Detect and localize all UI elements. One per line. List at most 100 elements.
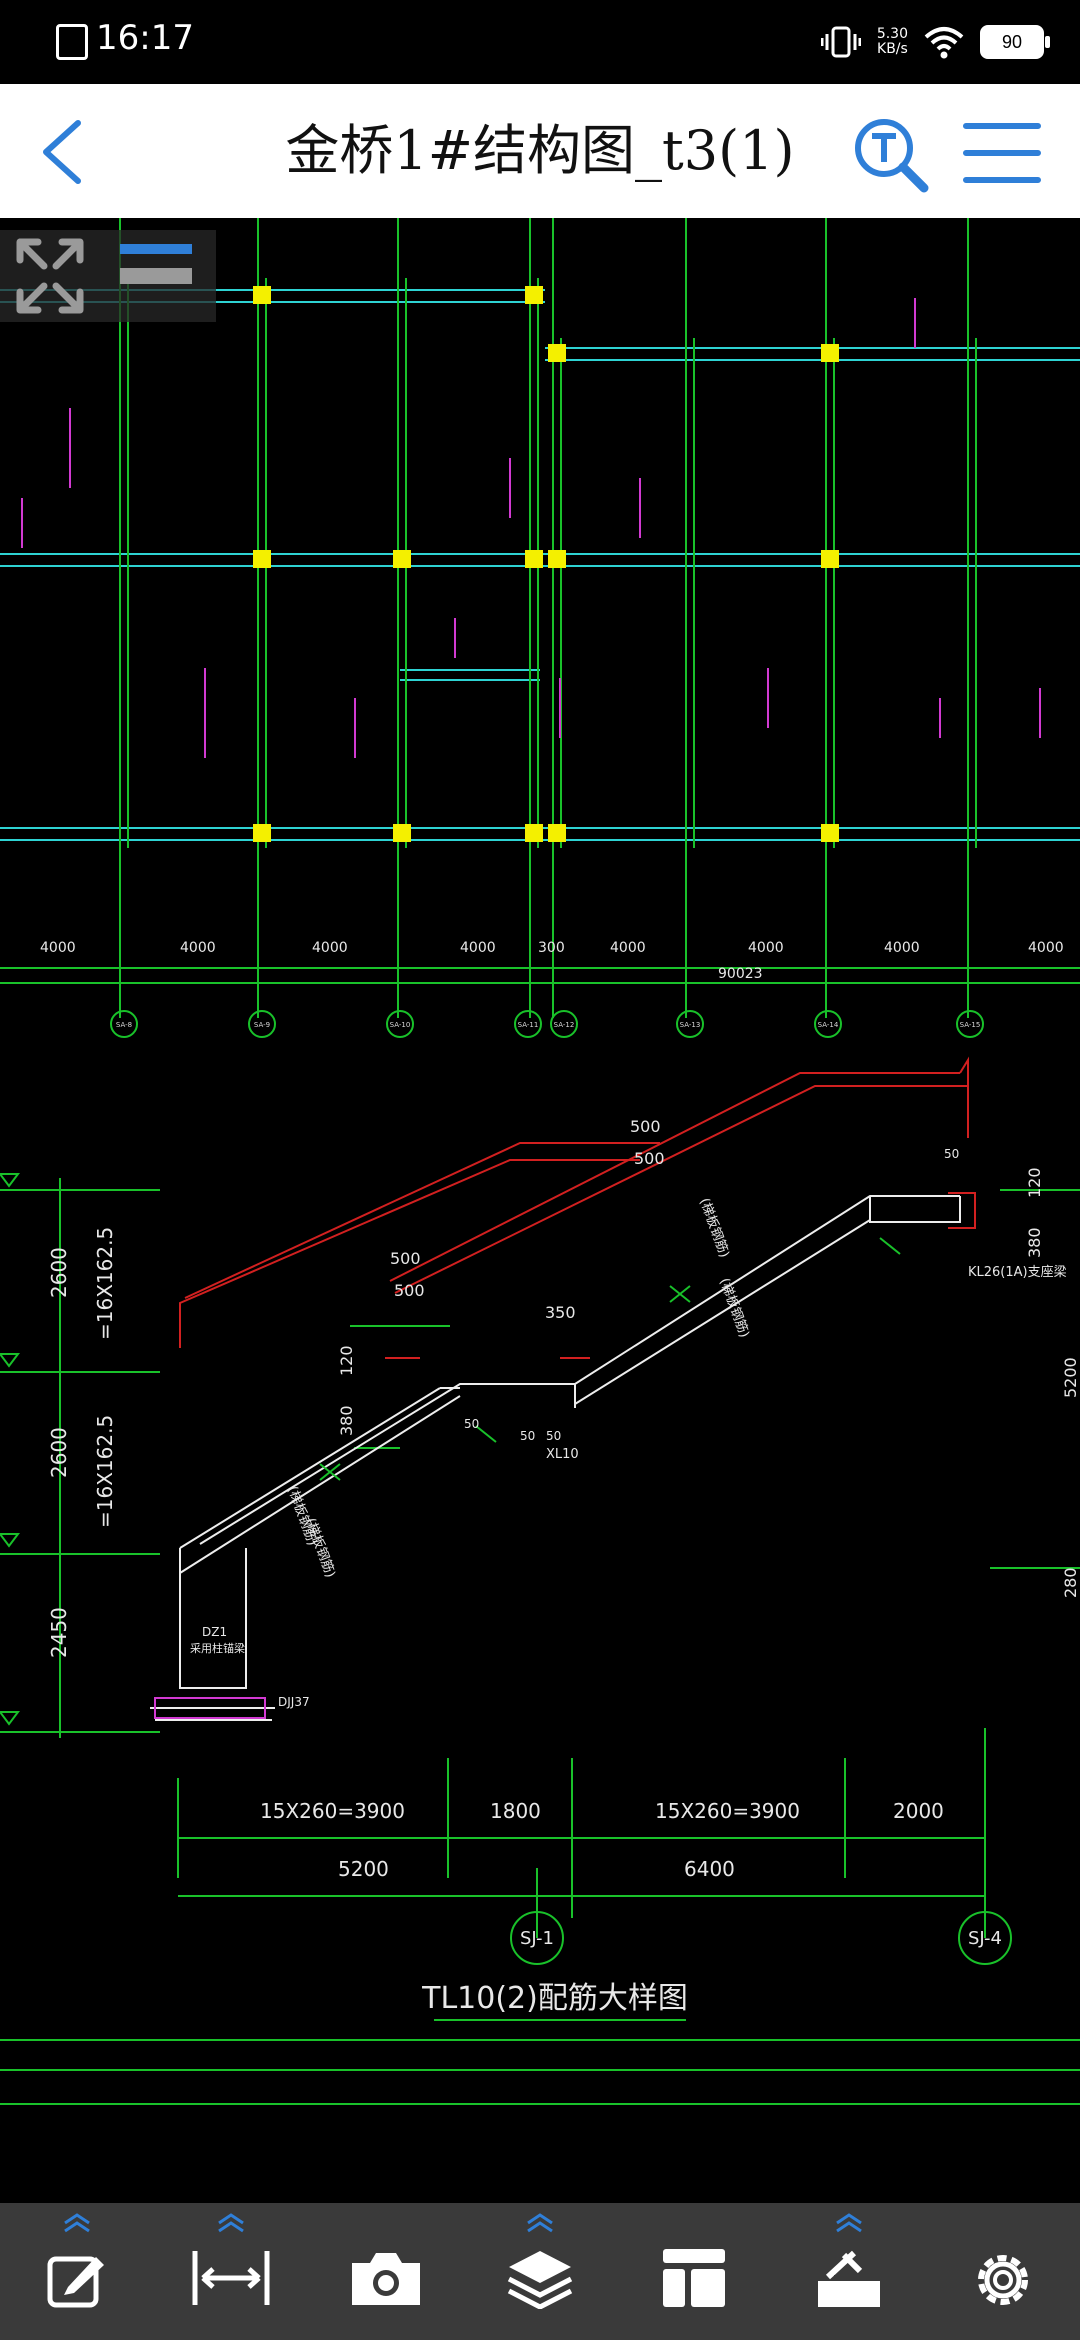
layers-icon bbox=[507, 2251, 573, 2309]
camera-tool[interactable] bbox=[309, 2203, 463, 2340]
svg-text:SA-10: SA-10 bbox=[390, 1021, 411, 1029]
svg-text:15X260=3900: 15X260=3900 bbox=[260, 1799, 405, 1823]
svg-text:4000: 4000 bbox=[312, 940, 348, 956]
axis-bubble-labels: SA-8 SA-9 SA-10 SA-11 SA-12 SA-13 SA-14 … bbox=[116, 1021, 980, 1029]
toolbox-icon bbox=[817, 2250, 880, 2307]
back-icon bbox=[43, 120, 81, 184]
svg-text:4000: 4000 bbox=[40, 940, 76, 956]
text-search-button[interactable] bbox=[850, 114, 930, 194]
svg-text:2600: 2600 bbox=[47, 1247, 71, 1298]
svg-text:120: 120 bbox=[337, 1345, 356, 1376]
axis-bubbles bbox=[110, 1010, 984, 1038]
svg-text:采用柱锚梁: 采用柱锚梁 bbox=[190, 1641, 245, 1655]
svg-text:SA-13: SA-13 bbox=[680, 1021, 701, 1029]
camera-icon bbox=[351, 2253, 420, 2305]
svg-text:6400: 6400 bbox=[684, 1857, 735, 1881]
svg-text:500: 500 bbox=[630, 1117, 661, 1136]
chevron-up-icon bbox=[527, 2213, 553, 2233]
svg-text:500: 500 bbox=[390, 1249, 421, 1268]
svg-text:4000: 4000 bbox=[460, 940, 496, 956]
menu-button[interactable] bbox=[962, 120, 1042, 186]
edit-icon bbox=[47, 2256, 105, 2308]
vibrate-icon bbox=[820, 26, 861, 58]
svg-text:=16X162.5: =16X162.5 bbox=[93, 1415, 117, 1528]
svg-text:2000: 2000 bbox=[893, 1799, 944, 1823]
svg-text:SA-9: SA-9 bbox=[254, 1021, 270, 1029]
svg-text:(梯板钢筋): (梯板钢筋) bbox=[696, 1196, 732, 1260]
svg-text:2600: 2600 bbox=[47, 1427, 71, 1478]
svg-text:280: 280 bbox=[1061, 1567, 1080, 1598]
svg-text:1800: 1800 bbox=[490, 1799, 541, 1823]
expand-icon bbox=[16, 238, 84, 314]
svg-text:5200: 5200 bbox=[338, 1857, 389, 1881]
battery-indicator: 90 bbox=[980, 25, 1050, 59]
back-button[interactable] bbox=[30, 117, 100, 187]
svg-text:50: 50 bbox=[944, 1147, 959, 1161]
svg-text:XL10: XL10 bbox=[546, 1447, 579, 1462]
svg-text:500: 500 bbox=[634, 1149, 665, 1168]
status-time: 16:17 bbox=[96, 18, 194, 58]
svg-text:SJ-1: SJ-1 bbox=[520, 1928, 554, 1949]
bottom-toolbar bbox=[0, 2203, 1080, 2340]
notification-icon bbox=[56, 24, 88, 60]
fullscreen-button[interactable] bbox=[0, 230, 216, 322]
chevron-up-icon bbox=[64, 2213, 90, 2233]
drawing-caption: TL10(2)配筋大样图 bbox=[421, 1981, 688, 2016]
plan-dimensions: 4000 4000 4000 4000 300 4000 4000 4000 4… bbox=[40, 940, 1064, 982]
chevron-up-icon bbox=[218, 2213, 245, 2233]
svg-text:350: 350 bbox=[545, 1303, 576, 1322]
chevron-up-icon bbox=[835, 2213, 862, 2233]
svg-text:SA-12: SA-12 bbox=[554, 1021, 575, 1029]
settings-tool[interactable] bbox=[926, 2203, 1080, 2340]
cad-drawing-canvas[interactable]: 4000 4000 4000 4000 300 4000 4000 4000 4… bbox=[0, 218, 1080, 2230]
svg-text:SJ-4: SJ-4 bbox=[968, 1928, 1002, 1949]
svg-text:90023: 90023 bbox=[718, 966, 763, 982]
menu-icon bbox=[963, 123, 1041, 183]
layout-icon bbox=[663, 2249, 726, 2307]
svg-text:15X260=3900: 15X260=3900 bbox=[655, 1799, 800, 1823]
svg-text:4000: 4000 bbox=[748, 940, 784, 956]
svg-text:4000: 4000 bbox=[884, 940, 920, 956]
svg-text:50: 50 bbox=[464, 1417, 479, 1431]
svg-text:5200: 5200 bbox=[1061, 1357, 1080, 1398]
page-title: 金桥1#结构图_t3(1) bbox=[285, 119, 795, 182]
svg-text:SA-8: SA-8 bbox=[116, 1021, 132, 1029]
svg-text:DJJ37: DJJ37 bbox=[278, 1695, 310, 1709]
svg-text:4000: 4000 bbox=[180, 940, 216, 956]
svg-text:2450: 2450 bbox=[47, 1607, 71, 1658]
svg-text:SA-14: SA-14 bbox=[818, 1021, 839, 1029]
svg-text:120: 120 bbox=[1025, 1167, 1044, 1198]
stair-section bbox=[0, 1056, 1080, 1938]
svg-text:SA-15: SA-15 bbox=[960, 1021, 981, 1029]
svg-text:KL26(1A)支座梁: KL26(1A)支座梁 bbox=[968, 1265, 1067, 1280]
title-bar: 金桥1#结构图_t3(1) bbox=[0, 84, 1080, 218]
svg-text:300: 300 bbox=[538, 940, 565, 956]
svg-text:50: 50 bbox=[546, 1429, 561, 1443]
svg-text:4000: 4000 bbox=[1028, 940, 1064, 956]
bottom-axes bbox=[0, 1911, 1080, 2105]
measure-tool[interactable] bbox=[154, 2203, 308, 2340]
detail-annotations: 350 120 380 120 380 500 500 500 500 50 5… bbox=[190, 1117, 1080, 1709]
measure-icon bbox=[192, 2251, 270, 2305]
svg-text:DZ1: DZ1 bbox=[202, 1625, 227, 1639]
stair-annotations: 2600 2600 2450 =16X162.5 =16X162.5 15X26… bbox=[47, 1227, 944, 1881]
svg-text:SA-11: SA-11 bbox=[518, 1021, 539, 1029]
svg-text:50: 50 bbox=[520, 1429, 535, 1443]
floor-plan bbox=[0, 218, 1080, 1018]
svg-text:4000: 4000 bbox=[610, 940, 646, 956]
svg-text:(梯板钢筋): (梯板钢筋) bbox=[716, 1276, 752, 1340]
toolbox-tool[interactable] bbox=[771, 2203, 925, 2340]
svg-text:380: 380 bbox=[337, 1405, 356, 1436]
svg-text:380: 380 bbox=[1025, 1227, 1044, 1258]
edit-tool[interactable] bbox=[0, 2203, 154, 2340]
layers-tool[interactable] bbox=[463, 2203, 617, 2340]
bottom-axis-labels: SJ-1 SJ-4 bbox=[520, 1928, 1002, 1949]
wifi-icon bbox=[924, 27, 964, 59]
svg-text:=16X162.5: =16X162.5 bbox=[93, 1227, 117, 1340]
layout-tool[interactable] bbox=[617, 2203, 771, 2340]
svg-text:(梯板钢筋): (梯板钢筋) bbox=[302, 1516, 338, 1580]
svg-text:500: 500 bbox=[394, 1281, 425, 1300]
